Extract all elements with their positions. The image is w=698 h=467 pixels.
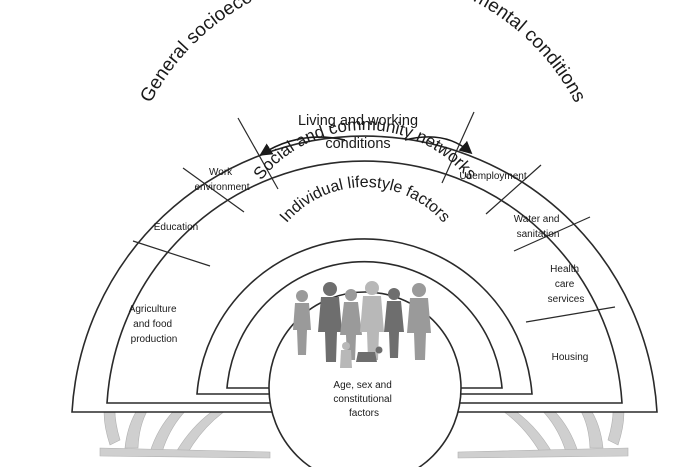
living-working-title-line2: conditions — [325, 136, 390, 152]
outer-layer-label: General socioeconomic, cultural and envi… — [136, 0, 589, 106]
living-working-title-line1: Living and working — [298, 113, 418, 129]
segment-dividers — [132, 111, 616, 323]
segment-education: Education — [154, 222, 198, 233]
left-curved-arrow — [259, 136, 346, 156]
people-figures-icon — [293, 281, 431, 368]
center-label: Age, sex and constitutional factors — [333, 380, 394, 419]
segment-work-environment: Work environment — [194, 167, 249, 193]
segment-unemployment: Unemployment — [459, 171, 526, 182]
segment-health-care: Health care services — [548, 264, 585, 305]
segment-water-sanitation: Water and sanitation — [514, 214, 563, 240]
right-curved-arrow — [404, 136, 473, 155]
core-circle — [268, 291, 462, 467]
segment-agriculture: Agriculture and food production — [129, 304, 180, 345]
segment-housing: Housing — [552, 352, 589, 363]
